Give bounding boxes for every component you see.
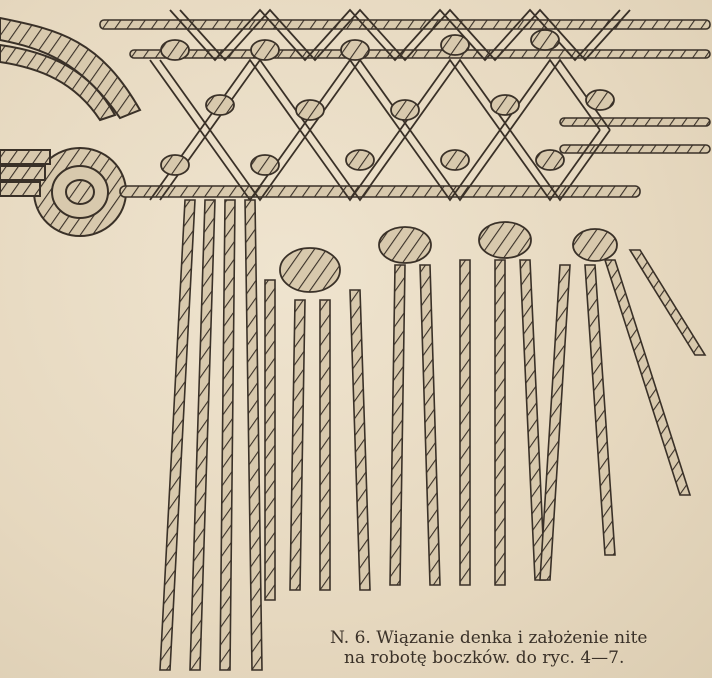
caption-line-1: N. 6. Wiązanie denka i założenie nite xyxy=(330,628,647,648)
top-cord-bundle xyxy=(0,18,140,120)
hanging-cords xyxy=(160,200,705,670)
caption-line-2: na robotę boczków. do ryc. 4—7. xyxy=(330,648,647,668)
figure-caption: N. 6. Wiązanie denka i założenie nite na… xyxy=(330,628,647,668)
